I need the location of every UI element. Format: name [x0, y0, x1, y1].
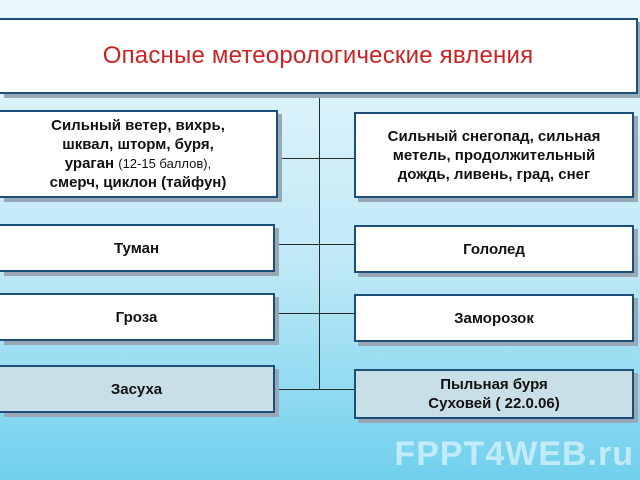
diagram-title: Опасные метеорологические явления	[102, 42, 534, 69]
left-box-0-line: шквал, шторм, буря,	[50, 135, 227, 154]
left-box-wind: Сильный ветер, вихрь, шквал, шторм, буря,…	[0, 110, 278, 198]
connector-right	[319, 244, 354, 245]
left-box-3-line: Засуха	[111, 380, 162, 399]
watermark: FPPT4WEB.ru	[394, 435, 634, 473]
right-box-frost: Заморозок	[354, 294, 634, 342]
right-box-text: Сильный снегопад, сильная	[387, 127, 601, 145]
title-box: Опасные метеорологические явления	[0, 18, 638, 94]
connector-left	[278, 313, 319, 314]
left-box-text: ураган	[64, 155, 119, 172]
left-box-thunderstorm-text: Гроза	[110, 308, 164, 327]
right-box-ice-text: Гололед	[457, 240, 531, 259]
connector-left	[278, 389, 319, 390]
right-box-text: Заморозок	[454, 309, 534, 327]
right-box-text: Суховей ( 22.0.06)	[428, 395, 560, 412]
left-box-1-line: Туман	[114, 239, 159, 258]
right-box-text: метель, продолжительный	[392, 146, 596, 164]
right-box-frost-text: Заморозок	[448, 309, 540, 328]
left-box-0-line: смерч, циклон (тайфун)	[50, 173, 227, 192]
connector-right	[319, 313, 354, 314]
right-box-ice: Гололед	[354, 225, 634, 273]
right-box-text: дождь, ливень, град, снег	[397, 165, 591, 183]
right-box-text: Гололед	[463, 240, 525, 258]
left-box-2-line: Гроза	[116, 308, 158, 327]
left-box-drought-text: Засуха	[105, 380, 168, 399]
right-box-0-line: метель, продолжительный	[388, 146, 601, 165]
left-box-text: Сильный ветер, вихрь,	[51, 117, 225, 134]
left-box-text: смерч, циклон (тайфун)	[49, 174, 227, 191]
left-box-text: Засуха	[110, 380, 163, 398]
connector-right	[319, 389, 354, 390]
left-box-text: Гроза	[115, 308, 158, 326]
left-box-text: шквал, шторм, буря,	[62, 136, 214, 153]
left-box-0-line: Сильный ветер, вихрь,	[50, 116, 227, 135]
right-box-3-line: Суховей ( 22.0.06)	[428, 394, 559, 413]
left-box-drought: Засуха	[0, 365, 275, 413]
connector-left	[278, 244, 319, 245]
right-box-2-line: Заморозок	[454, 309, 534, 328]
left-box-fog: Туман	[0, 224, 275, 272]
left-box-text: (12-15 баллов),	[118, 156, 212, 171]
right-box-0-line: Сильный снегопад, сильная	[388, 127, 601, 146]
right-box-0-line: дождь, ливень, град, снег	[388, 165, 601, 184]
connector-right	[319, 158, 354, 159]
left-box-wind-text: Сильный ветер, вихрь, шквал, шторм, буря,…	[44, 116, 233, 192]
right-box-1-line: Гололед	[463, 240, 525, 259]
left-box-thunderstorm: Гроза	[0, 293, 275, 341]
left-box-text: Туман	[113, 239, 160, 257]
left-box-fog-text: Туман	[108, 239, 165, 258]
right-box-text: Пыльная буря	[440, 376, 548, 393]
connector-left	[278, 158, 319, 159]
left-box-0-line: ураган (12-15 баллов),	[50, 154, 227, 173]
right-box-3-line: Пыльная буря	[428, 375, 559, 394]
